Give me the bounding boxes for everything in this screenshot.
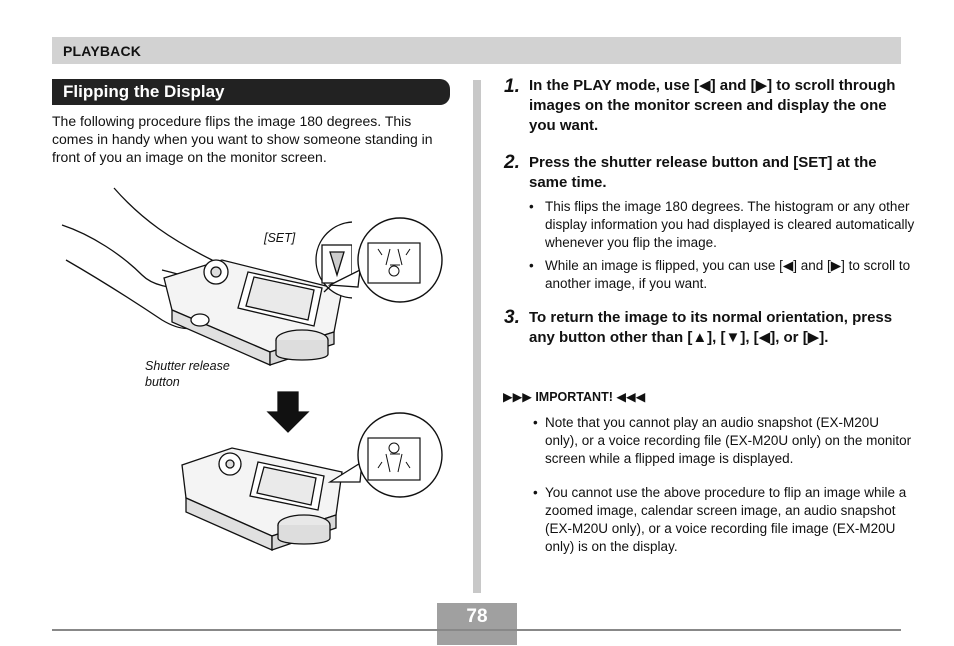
page-number-tab — [437, 631, 517, 645]
callout-flipped-image — [327, 217, 443, 303]
shutter-button-top — [190, 313, 210, 327]
step-3-text: To return the image to its normal orient… — [529, 309, 893, 346]
important-left-icon: ▶▶▶ — [503, 390, 532, 404]
topic-heading-text: Flipping the Display — [63, 82, 225, 101]
callout-normal-image — [327, 412, 443, 498]
column-divider — [473, 80, 481, 593]
footer-rule — [52, 629, 901, 631]
page-number-box: 78 — [437, 603, 517, 631]
intro-paragraph: The following procedure flips the image … — [52, 113, 433, 165]
important-right-icon: ◀◀◀ — [616, 390, 646, 404]
down-arrow — [266, 391, 310, 433]
set-callout-label: [SET] — [264, 231, 296, 245]
camera-flip-illustration — [61, 187, 352, 551]
shutter-callout-label: Shutter release button — [145, 359, 230, 389]
important-item: •You cannot use the above procedure to f… — [533, 485, 907, 554]
page-number: 78 — [466, 606, 488, 627]
step-2-bullet: •This flips the image 180 degrees. The h… — [529, 199, 915, 250]
section-header-bar: PLAYBACK — [52, 37, 901, 64]
step-2-text: Press the shutter release button and [SE… — [529, 154, 877, 191]
important-item: •Note that you cannot play an audio snap… — [533, 415, 912, 466]
step-1-number: 1. — [504, 76, 520, 97]
important-label: ▶▶▶ IMPORTANT! ◀◀◀ — [503, 390, 646, 404]
section-title: PLAYBACK — [63, 43, 142, 59]
step-1-text: In the PLAY mode, use [◀] and [▶] to scr… — [529, 77, 896, 134]
step-2-bullet: •While an image is flipped, you can use … — [529, 258, 911, 291]
step-3-number: 3. — [504, 307, 520, 328]
step-2-number: 2. — [504, 152, 520, 173]
topic-heading: Flipping the Display — [52, 79, 450, 105]
